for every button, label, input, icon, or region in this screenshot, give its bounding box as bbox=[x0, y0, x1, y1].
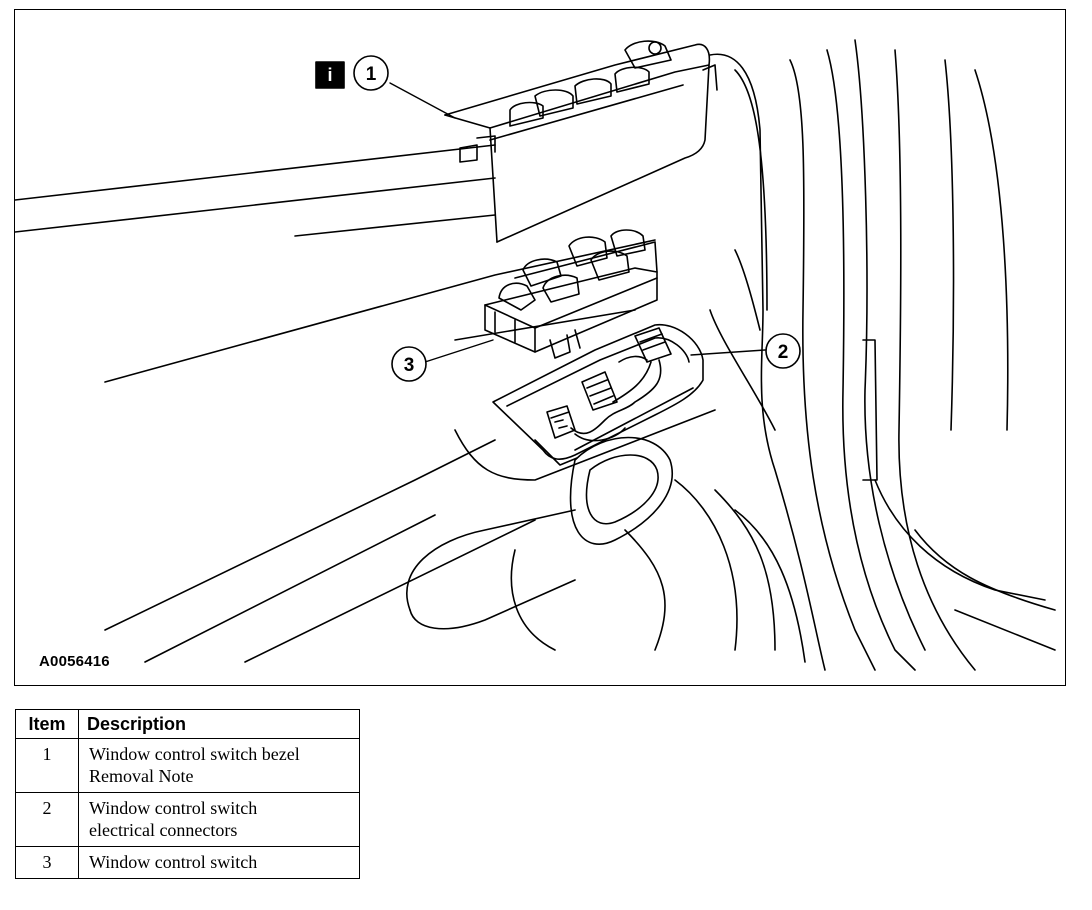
legend-row-description: Window control switch bezel Removal Note bbox=[78, 738, 360, 793]
switch-console-and-connectors bbox=[492, 323, 704, 466]
legend-row-item: 3 bbox=[15, 846, 79, 879]
legend-header-item: Item bbox=[15, 709, 79, 739]
legend-description-line: Removal Note bbox=[89, 766, 194, 786]
legend-header-row: Item Description bbox=[15, 709, 360, 739]
callout-leaders bbox=[389, 82, 766, 363]
door-switch-illustration: i 1 2 3 bbox=[15, 39, 1056, 671]
figure-id: A0056416 bbox=[39, 653, 110, 670]
info-marker-icon: i bbox=[315, 61, 345, 89]
callout-2: 2 bbox=[765, 333, 801, 369]
callout-3-label: 3 bbox=[404, 355, 415, 376]
legend-row: 1 Window control switch bezel Removal No… bbox=[15, 738, 360, 793]
legend-row-description: Window control switch bbox=[78, 846, 360, 879]
legend-row: 3 Window control switch bbox=[15, 846, 360, 879]
legend-table: Item Description 1 Window control switch… bbox=[15, 709, 360, 879]
window-switch-body bbox=[484, 229, 658, 359]
legend-header-description: Description bbox=[78, 709, 360, 739]
legend-description-line: electrical connectors bbox=[89, 820, 238, 840]
switch-bezel bbox=[444, 40, 718, 243]
callout-1: 1 bbox=[353, 55, 389, 91]
door-panel-lines bbox=[15, 39, 1056, 671]
legend-description-line: Window control switch bbox=[89, 852, 258, 872]
diagram-frame: i 1 2 3 A0056416 bbox=[14, 9, 1066, 686]
callout-3: 3 bbox=[391, 346, 427, 382]
legend-row-description: Window control switch electrical connect… bbox=[78, 792, 360, 847]
info-marker-glyph: i bbox=[327, 65, 332, 85]
callout-2-label: 2 bbox=[778, 342, 789, 363]
legend-description-line: Window control switch bezel bbox=[89, 744, 300, 764]
legend-description-line: Window control switch bbox=[89, 798, 258, 818]
legend-row-item: 2 bbox=[15, 792, 79, 847]
legend-row: 2 Window control switch electrical conne… bbox=[15, 792, 360, 847]
callout-1-label: 1 bbox=[366, 64, 377, 85]
legend-row-item: 1 bbox=[15, 738, 79, 793]
